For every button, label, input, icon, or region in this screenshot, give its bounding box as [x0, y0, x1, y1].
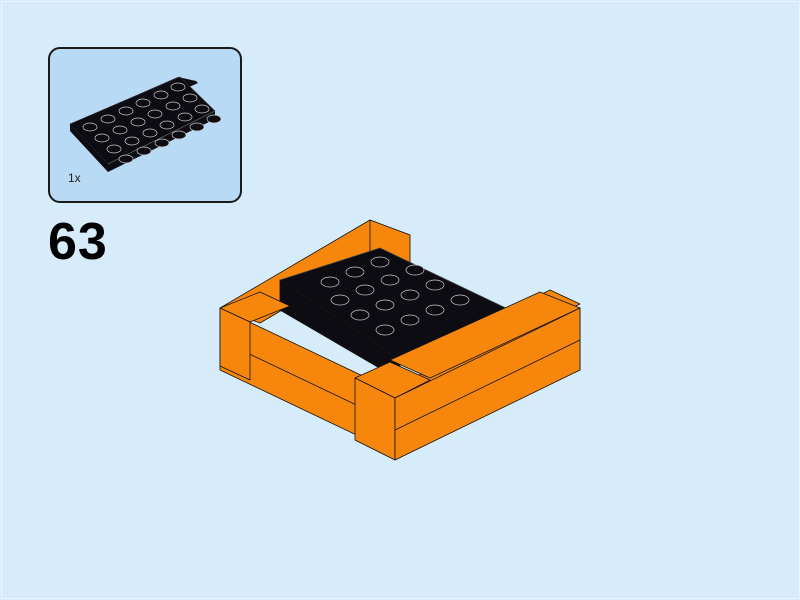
- black-plate-4x6-icon: [69, 76, 222, 172]
- assembly-model-illustration: [210, 210, 590, 475]
- part-quantity: 1x: [68, 171, 81, 185]
- orange-enclosure-model-icon: [219, 219, 581, 461]
- step-number: 63: [48, 213, 108, 271]
- parts-callout: 1x: [48, 47, 242, 203]
